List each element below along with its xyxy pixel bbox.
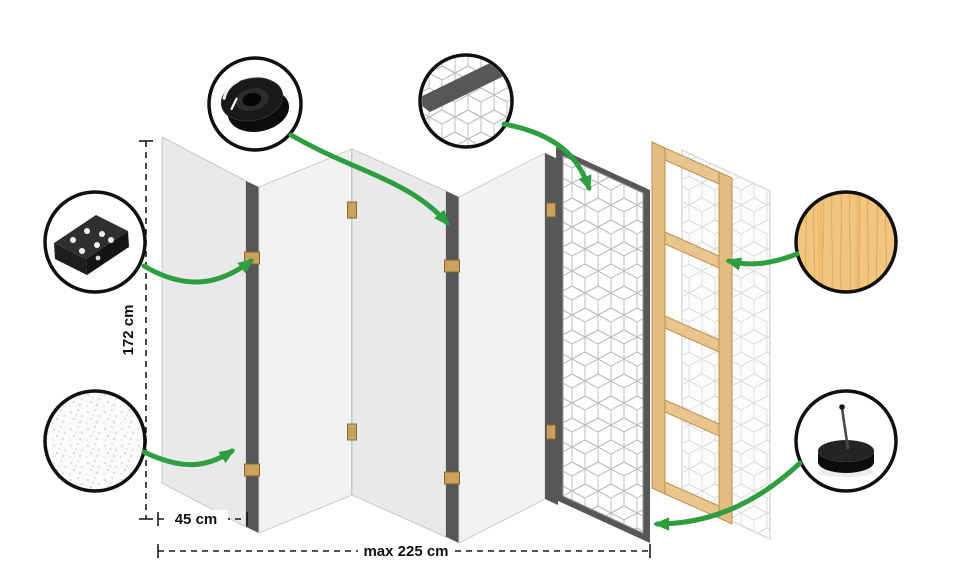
hinge-callout xyxy=(43,190,147,294)
label-backing xyxy=(358,542,454,560)
frame-stile-right xyxy=(718,171,733,525)
hinge-bracket-icon xyxy=(54,215,129,275)
label-backing xyxy=(164,510,228,528)
hinge xyxy=(546,202,556,218)
tape-callout-arrow xyxy=(288,132,450,227)
callout-bg xyxy=(796,192,896,292)
patterned-panel xyxy=(556,147,650,543)
hinge xyxy=(347,201,357,219)
folding-screen xyxy=(161,136,558,544)
fleece-callout xyxy=(43,389,147,493)
callout-ring xyxy=(43,389,147,493)
foot-callout-arrow xyxy=(653,460,803,531)
callout-ring xyxy=(418,53,514,149)
pattern-callout-arrow xyxy=(501,121,592,192)
fleece-texture-icon xyxy=(47,393,143,489)
hinge xyxy=(244,463,260,477)
callout-ring xyxy=(794,389,898,493)
felt-pad-icon xyxy=(818,404,874,477)
hinge xyxy=(444,471,460,485)
frame-stile-left xyxy=(651,141,666,495)
screen-panel-2 xyxy=(258,148,353,534)
screen-panel-1 xyxy=(161,136,247,528)
pattern-detail-icon xyxy=(422,57,510,145)
screen-panel-4 xyxy=(458,152,546,544)
patterned-panel-pattern xyxy=(562,155,644,534)
foot-callout xyxy=(794,389,898,493)
panel-edge-1 xyxy=(246,181,259,533)
callout-ring xyxy=(43,190,147,294)
panel-width-dimension-label: 45 cm xyxy=(175,511,218,528)
adhesive-tape-icon xyxy=(220,77,290,132)
hinge xyxy=(444,259,460,273)
dimension-labels: 172 cm 45 cm max 225 cm xyxy=(120,305,454,560)
panel-edge-2 xyxy=(446,191,459,543)
wood-callout xyxy=(794,190,898,294)
hinge-callout-arrow xyxy=(141,258,255,285)
callout-arrows xyxy=(141,121,803,531)
total-width-dimension-label: max 225 cm xyxy=(363,543,448,560)
tape-callout xyxy=(207,56,303,152)
wood-callout-arrow xyxy=(725,251,800,271)
callout-ring xyxy=(207,56,303,152)
fleece-callout-arrow xyxy=(141,448,236,468)
height-dimension-label: 172 cm xyxy=(120,305,137,356)
callout-ring xyxy=(794,190,898,294)
panel-edge-3 xyxy=(545,153,558,505)
hinge xyxy=(546,424,556,440)
pattern-callout xyxy=(418,53,514,149)
hinge xyxy=(347,423,357,441)
